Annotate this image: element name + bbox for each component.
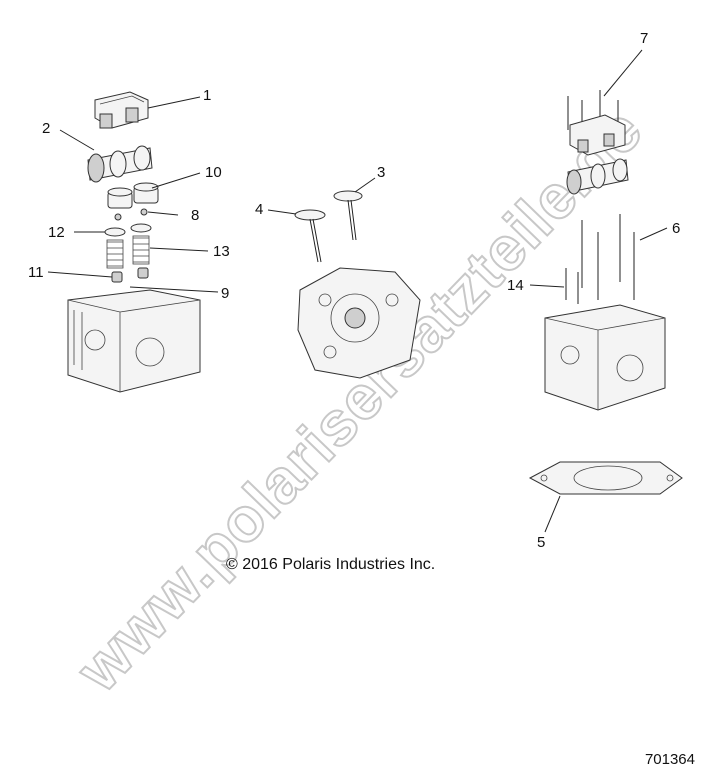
callout-11: 11 [28, 264, 44, 281]
camshaft-right [566, 158, 629, 195]
head-bolts-right [565, 214, 635, 304]
exhaust-valve [294, 209, 326, 263]
cam-carrier-left [94, 91, 149, 129]
callout-5: 5 [537, 534, 546, 551]
callout-1: 1 [203, 87, 212, 104]
valve-keepers-left [114, 208, 148, 221]
intake-valve [333, 190, 363, 241]
callout-10: 10 [205, 164, 222, 181]
document-number: 701364 [644, 751, 695, 768]
callout-12: 12 [48, 224, 65, 241]
valve-springs-left [106, 235, 150, 269]
cylinder-head-center [297, 267, 421, 379]
spring-retainers-left [104, 223, 152, 237]
cylinder-head-left [67, 289, 201, 393]
callout-6: 6 [672, 220, 681, 237]
callout-14: 14 [507, 277, 524, 294]
cylinder-head-right [544, 304, 666, 411]
callout-2: 2 [42, 120, 51, 137]
leader-lines [47, 49, 668, 533]
valve-buckets-left [107, 182, 159, 209]
copyright-notice: © 2016 Polaris Industries Inc. [226, 556, 436, 573]
callout-9: 9 [221, 285, 230, 302]
callout-8: 8 [191, 207, 200, 224]
callout-13: 13 [213, 243, 230, 260]
head-gasket [528, 461, 683, 495]
callout-4: 4 [255, 201, 264, 218]
camshaft-left [87, 145, 153, 183]
callout-7: 7 [640, 30, 649, 47]
valve-seals-left [111, 267, 149, 283]
cam-carrier-right [569, 114, 626, 156]
callout-3: 3 [377, 164, 386, 181]
